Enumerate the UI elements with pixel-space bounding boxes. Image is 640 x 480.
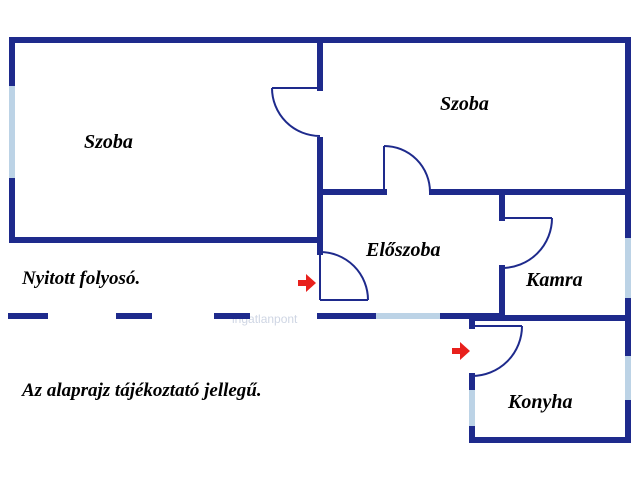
door-swing-icon <box>319 251 369 301</box>
entry-arrow-icon <box>298 274 316 292</box>
room-label-konyha: Konyha <box>507 391 572 413</box>
door-swing-icon <box>471 325 523 377</box>
room-label-kamra: Kamra <box>525 269 583 291</box>
corridor-note: Nyitott folyosó. <box>21 268 140 289</box>
entry-arrow-icon <box>452 342 470 360</box>
room-label-szoba-left: Szoba <box>84 131 133 153</box>
door-swing-icon <box>383 145 431 193</box>
room-label-eloszoba: Előszoba <box>365 239 440 261</box>
room-label-szoba-right: Szoba <box>440 93 489 115</box>
disclaimer-note: Az alaprajz tájékoztató jellegű. <box>21 380 262 401</box>
door-swing-icon <box>501 217 553 269</box>
door-swing-icon <box>271 87 321 137</box>
doors <box>271 87 553 377</box>
windows <box>9 86 631 426</box>
